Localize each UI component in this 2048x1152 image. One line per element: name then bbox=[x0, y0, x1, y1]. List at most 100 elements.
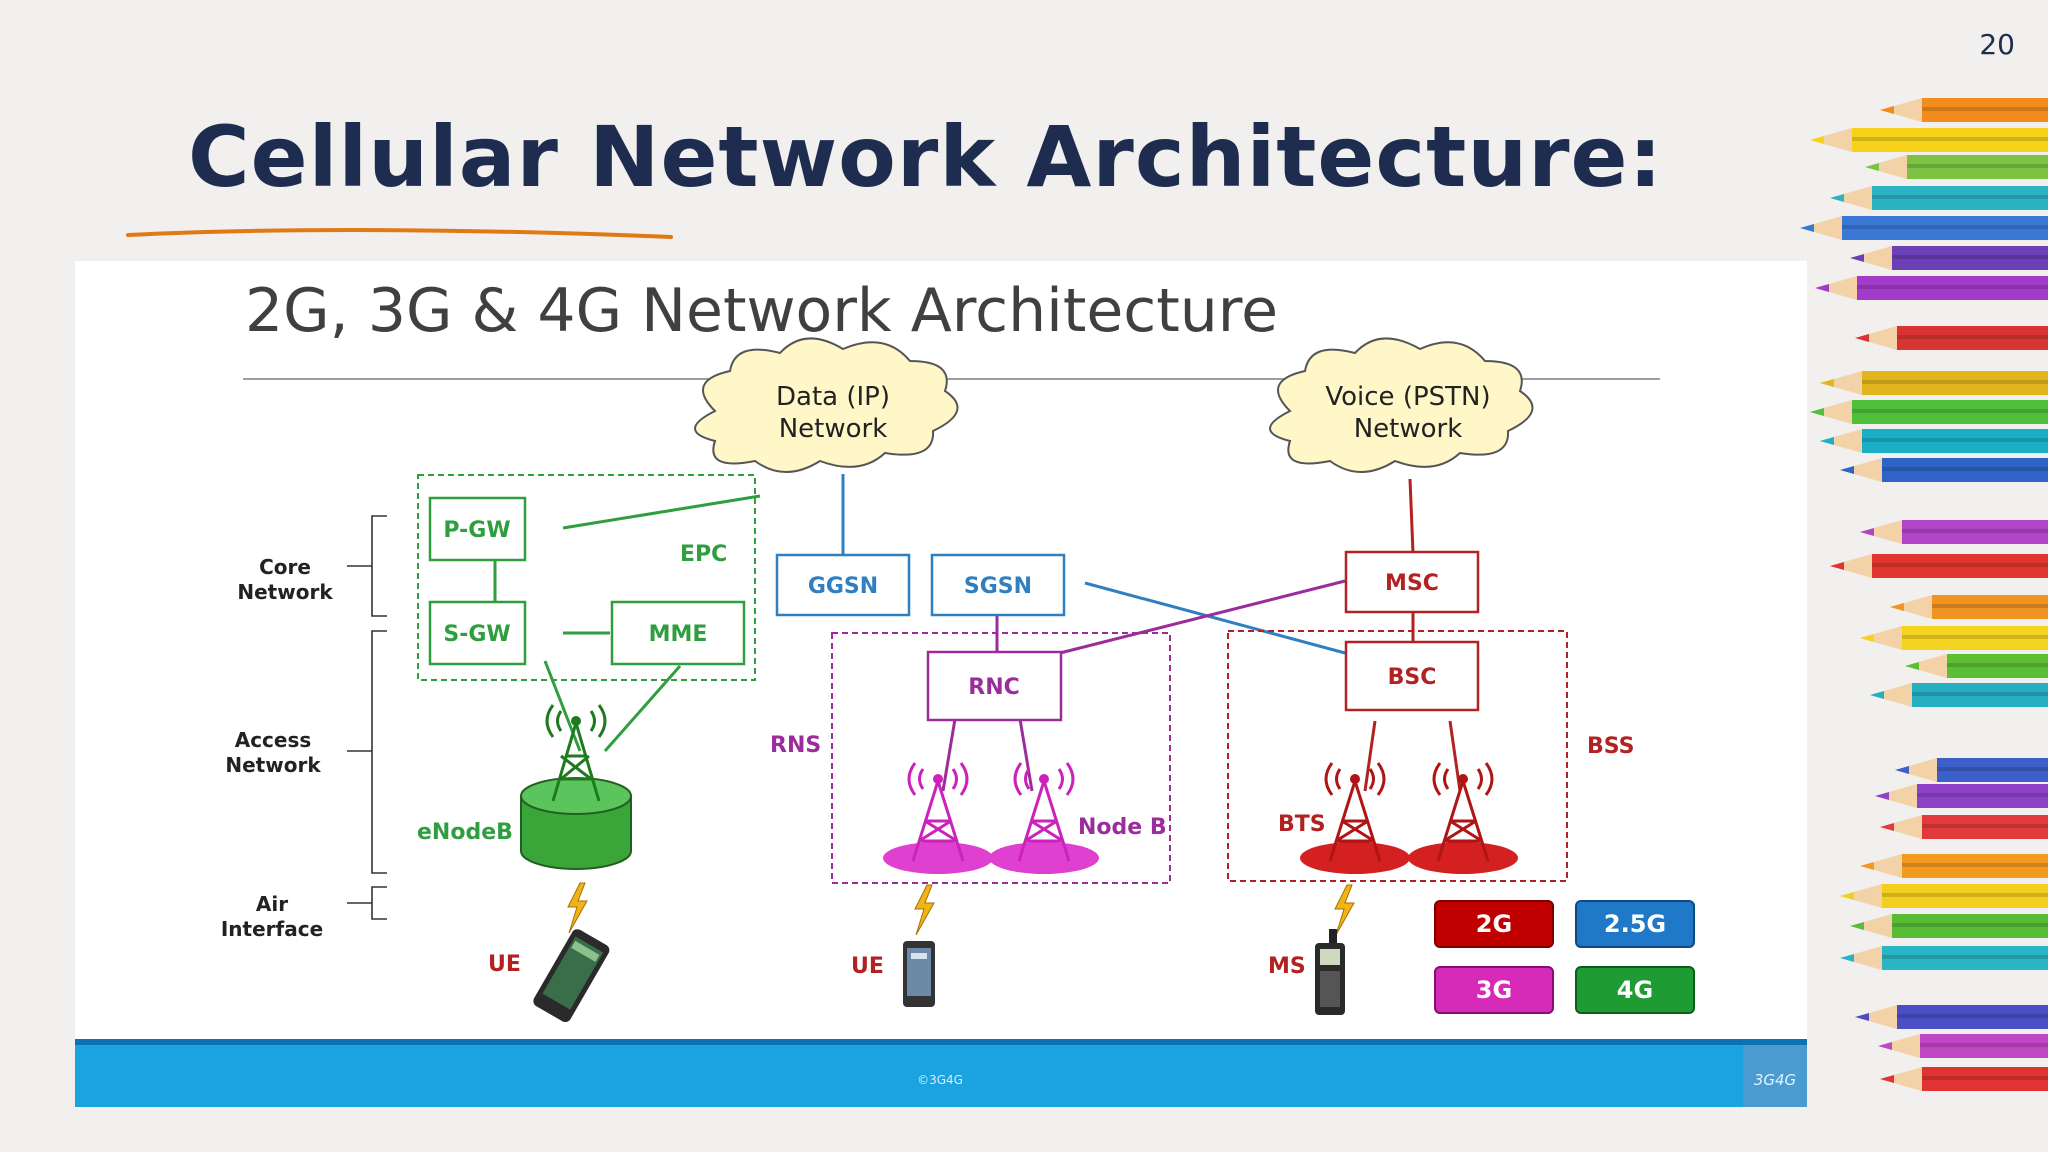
nodeb-tower-2 bbox=[989, 762, 1099, 874]
svg-text:3G: 3G bbox=[1476, 976, 1512, 1004]
bts-tower-2 bbox=[1408, 762, 1518, 874]
pencil bbox=[1860, 854, 2048, 878]
legend-3g: 3G bbox=[1434, 966, 1554, 1014]
ggsn-node: GGSN bbox=[775, 553, 911, 617]
rnc-msc-link bbox=[1059, 579, 1346, 655]
legend-2-5g: 2.5G bbox=[1575, 900, 1695, 948]
svg-text:2G: 2G bbox=[1476, 910, 1512, 938]
sgw-enodeb-link bbox=[543, 660, 582, 752]
pencil bbox=[1850, 246, 2048, 270]
page-number: 20 bbox=[1979, 28, 2015, 61]
air-bracket bbox=[347, 886, 387, 920]
footer-brand: 3G4G bbox=[1754, 1071, 1796, 1089]
legend-4g: 4G bbox=[1575, 966, 1695, 1014]
svg-text:MME: MME bbox=[649, 622, 708, 647]
pencil bbox=[1860, 520, 2048, 544]
ue-4g-label: UE bbox=[488, 952, 521, 977]
epc-label: EPC bbox=[680, 542, 727, 567]
pencil bbox=[1830, 186, 2048, 210]
enodeb-label: eNodeB bbox=[417, 820, 513, 845]
enodeb-tower bbox=[520, 704, 632, 870]
pencil bbox=[1880, 815, 2048, 839]
smartphone-icon bbox=[533, 929, 610, 1023]
pgw-to-data-link bbox=[562, 494, 761, 530]
sgsn-bsc-link bbox=[1084, 581, 1346, 655]
ue-3g-label: UE bbox=[851, 954, 884, 979]
figure-footer: ©3G4G 3G4G bbox=[75, 1039, 1807, 1107]
svg-text:Voice (PSTN)Network: Voice (PSTN)Network bbox=[1325, 382, 1490, 444]
svg-text:GGSN: GGSN bbox=[808, 574, 878, 599]
pencil bbox=[1830, 554, 2048, 578]
pencil bbox=[1870, 683, 2048, 707]
pencil bbox=[1840, 946, 2048, 970]
pencil bbox=[1860, 626, 2048, 650]
epc-group bbox=[417, 474, 756, 681]
voice-pstn-network-cloud: Voice (PSTN)Network bbox=[1269, 337, 1534, 473]
svg-text:P-GW: P-GW bbox=[443, 518, 510, 543]
svg-text:Data (IP)Network: Data (IP)Network bbox=[776, 382, 890, 444]
access-bracket bbox=[347, 630, 387, 874]
rnc-node: RNC bbox=[926, 650, 1063, 722]
pencil bbox=[1855, 1005, 2048, 1029]
pencil bbox=[1905, 654, 2048, 678]
mme-enodeb-link bbox=[603, 665, 682, 752]
msc-node: MSC bbox=[1344, 550, 1480, 614]
pencil bbox=[1820, 429, 2048, 453]
pencil bbox=[1850, 914, 2048, 938]
bts-tower-1 bbox=[1300, 762, 1410, 874]
mme-node: MME bbox=[610, 600, 746, 666]
air-link-bolt-2g bbox=[1334, 884, 1355, 936]
msc-to-voice-link bbox=[1408, 478, 1415, 554]
svg-text:SGSN: SGSN bbox=[964, 574, 1032, 599]
svg-text:S-GW: S-GW bbox=[443, 622, 510, 647]
bss-label: BSS bbox=[1587, 734, 1634, 759]
rns-label: RNS bbox=[770, 733, 821, 758]
rnc-nodeb-link-1 bbox=[941, 718, 957, 792]
pencil bbox=[1800, 216, 2048, 240]
pencil bbox=[1820, 371, 2048, 395]
pgw-node: P-GW bbox=[428, 496, 527, 562]
figure-heading: 2G, 3G & 4G Network Architecture bbox=[245, 276, 1278, 346]
bts-label: BTS bbox=[1278, 812, 1326, 837]
svg-text:RNC: RNC bbox=[968, 675, 1020, 700]
legend-2g: 2G bbox=[1434, 900, 1554, 948]
slide-title: Cellular Network Architecture: bbox=[188, 108, 1664, 206]
footer-copyright: ©3G4G bbox=[917, 1073, 963, 1087]
ms-label: MS bbox=[1268, 954, 1306, 979]
pencil bbox=[1880, 1067, 2048, 1091]
pencil bbox=[1840, 884, 2048, 908]
sgw-node: S-GW bbox=[428, 600, 527, 666]
pencil bbox=[1880, 98, 2048, 122]
pencils-decoration bbox=[1800, 98, 2048, 1091]
pencil bbox=[1895, 758, 2048, 782]
pencil bbox=[1840, 458, 2048, 482]
svg-text:4G: 4G bbox=[1617, 976, 1653, 1004]
svg-text:MSC: MSC bbox=[1385, 571, 1439, 596]
air-link-bolt-3g bbox=[914, 884, 935, 936]
pencil bbox=[1810, 128, 2048, 152]
svg-text:2.5G: 2.5G bbox=[1604, 910, 1666, 938]
feature-phone-icon bbox=[1315, 929, 1345, 1015]
air-link-bolt-4g bbox=[567, 882, 588, 934]
nodeb-tower-1 bbox=[883, 762, 993, 874]
bss-group bbox=[1227, 630, 1568, 882]
pencil bbox=[1815, 276, 2048, 300]
mobile-phone-icon bbox=[903, 941, 935, 1007]
title-underline bbox=[126, 228, 673, 239]
core-bracket bbox=[347, 515, 387, 617]
rnc-nodeb-link-2 bbox=[1018, 718, 1034, 792]
svg-text:BSC: BSC bbox=[1388, 665, 1437, 690]
bsc-node: BSC bbox=[1344, 640, 1480, 712]
pencil bbox=[1878, 1034, 2048, 1058]
data-ip-network-cloud: Data (IP)Network bbox=[694, 337, 959, 473]
bsc-bts-link-1 bbox=[1363, 720, 1377, 792]
pencil bbox=[1810, 400, 2048, 424]
rns-group bbox=[831, 632, 1171, 884]
pencil bbox=[1865, 155, 2048, 179]
pencil bbox=[1875, 784, 2048, 808]
sgsn-node: SGSN bbox=[930, 553, 1066, 617]
